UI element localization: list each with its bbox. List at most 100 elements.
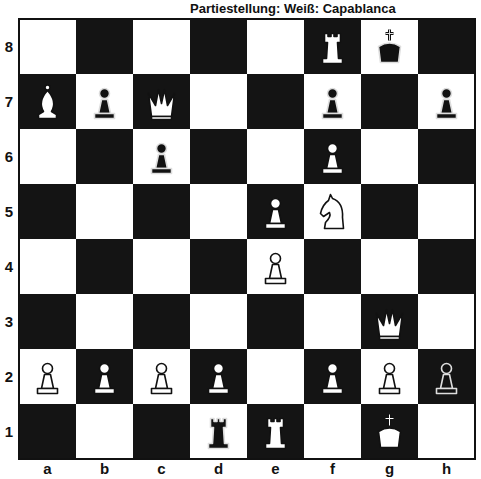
chess-piece	[32, 358, 64, 396]
file-label: c	[157, 461, 165, 476]
board-square	[19, 74, 76, 129]
board-square	[247, 74, 304, 129]
board-square	[190, 349, 247, 404]
chess-piece	[260, 413, 292, 451]
piece-bound	[260, 193, 292, 231]
board-square	[247, 129, 304, 184]
piece-part	[442, 364, 452, 374]
board-square	[19, 184, 76, 239]
piece-bound	[260, 248, 292, 286]
piece-bound	[203, 358, 235, 396]
board-square	[247, 294, 304, 349]
board-square	[418, 294, 475, 349]
piece-part	[441, 375, 453, 389]
board-square	[19, 404, 76, 459]
board-square	[133, 239, 190, 294]
board-square	[190, 239, 247, 294]
chess-piece	[32, 83, 64, 121]
chess-piece	[437, 89, 457, 119]
piece-part	[386, 30, 394, 41]
board-square	[190, 404, 247, 459]
file-label: g	[385, 461, 394, 476]
chess-piece	[374, 358, 406, 396]
board-square	[133, 294, 190, 349]
chess-piece	[379, 30, 401, 63]
board-square	[418, 19, 475, 74]
chess-piece	[323, 89, 343, 119]
chess-piece	[95, 89, 115, 119]
board-square	[418, 239, 475, 294]
piece-part	[152, 389, 172, 394]
piece-part	[441, 100, 453, 114]
piece-part	[43, 364, 53, 374]
chess-piece	[146, 83, 178, 121]
piece-part	[95, 389, 115, 394]
board-square	[76, 129, 133, 184]
board-square	[19, 349, 76, 404]
piece-part	[99, 375, 111, 389]
chess-piece	[317, 28, 349, 66]
board-square	[304, 19, 361, 74]
piece-part	[156, 155, 168, 169]
board-square	[76, 404, 133, 459]
chess-piece	[374, 413, 406, 451]
board-square	[19, 19, 76, 74]
rank-label: 1	[5, 424, 13, 439]
chess-piece	[260, 193, 292, 231]
piece-part	[45, 85, 50, 90]
piece-part	[266, 279, 286, 284]
piece-bound	[146, 358, 178, 396]
rank-label: 2	[5, 369, 13, 384]
piece-bound	[32, 83, 64, 121]
piece-part	[209, 419, 229, 449]
piece-part	[442, 89, 452, 99]
piece-part	[152, 169, 172, 174]
piece-part	[157, 364, 167, 374]
piece-bound	[146, 83, 178, 121]
board-square	[304, 239, 361, 294]
board-square	[418, 184, 475, 239]
piece-part	[39, 91, 57, 119]
piece-bound	[317, 138, 349, 176]
board-square	[190, 74, 247, 129]
piece-part	[327, 100, 339, 114]
piece-bound	[89, 358, 121, 396]
piece-part	[437, 114, 457, 119]
board-square	[418, 404, 475, 459]
board-square	[76, 349, 133, 404]
piece-part	[323, 34, 343, 64]
pieces	[32, 28, 457, 451]
chess-piece	[317, 358, 349, 396]
piece-part	[380, 337, 400, 340]
board-square	[304, 294, 361, 349]
board-square	[190, 184, 247, 239]
chess-piece	[260, 248, 292, 286]
chess-piece	[203, 358, 235, 396]
piece-part	[271, 254, 281, 264]
piece-part	[214, 364, 224, 374]
piece-part	[152, 117, 172, 120]
piece-bound	[32, 358, 64, 396]
board-square	[133, 404, 190, 459]
rank-label: 7	[5, 94, 13, 109]
piece-bound	[260, 413, 292, 451]
board-square	[76, 184, 133, 239]
chess-piece	[209, 419, 229, 449]
piece-part	[42, 375, 54, 389]
board-square	[418, 349, 475, 404]
file-label: d	[214, 461, 223, 476]
piece-part	[328, 144, 338, 154]
board-square	[361, 184, 418, 239]
rank-label: 5	[5, 204, 13, 219]
file-label: f	[330, 461, 335, 476]
piece-part	[95, 114, 115, 119]
board-square	[133, 19, 190, 74]
board-square	[361, 19, 418, 74]
rank-label: 3	[5, 314, 13, 329]
chess-piece	[152, 144, 172, 174]
piece-part	[149, 90, 175, 117]
piece-part	[321, 195, 344, 229]
board-square	[304, 184, 361, 239]
piece-part	[213, 375, 225, 389]
piece-part	[328, 364, 338, 374]
